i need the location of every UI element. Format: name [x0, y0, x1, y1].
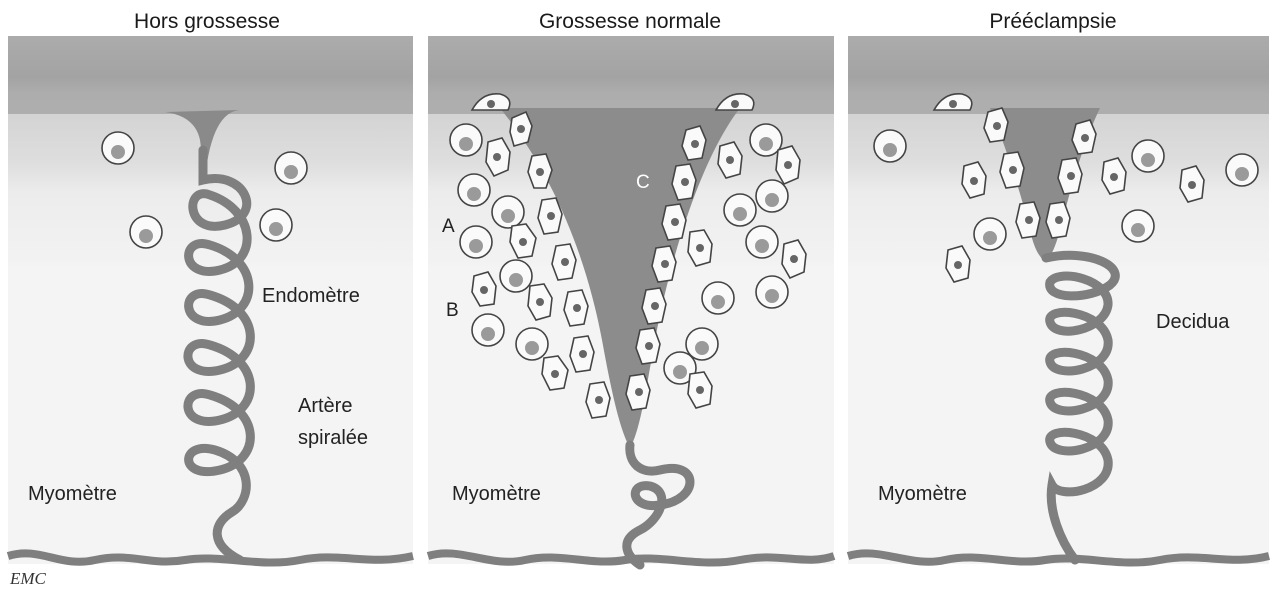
cell-nucleus: [525, 341, 539, 355]
cell-nucleus: [481, 327, 495, 341]
cell-nucleus: [573, 304, 581, 312]
cell-nucleus: [765, 193, 779, 207]
cell-nucleus: [459, 137, 473, 151]
cell-nucleus: [755, 239, 769, 253]
cell-nucleus: [595, 396, 603, 404]
cell-nucleus: [883, 143, 897, 157]
cell-nucleus: [1055, 216, 1063, 224]
label-spiral-artery-line2: spiralée: [298, 427, 368, 449]
cell-nucleus: [731, 100, 739, 108]
cell-nucleus: [269, 222, 283, 236]
cell-nucleus: [645, 342, 653, 350]
panel-preeclampsia: Prééclampsie Decidua Myomètre: [848, 10, 1269, 564]
panel-non-pregnant: Hors grossesse Endomètre Artère spiralée…: [8, 10, 413, 564]
cell-nucleus: [954, 261, 962, 269]
cell-nucleus: [673, 365, 687, 379]
panel-3-title: Prééclampsie: [989, 10, 1116, 33]
cell-nucleus: [711, 295, 725, 309]
label-endometrium: Endomètre: [262, 285, 360, 307]
cell-nucleus: [469, 239, 483, 253]
cell-nucleus: [1131, 223, 1145, 237]
marker-a: A: [442, 216, 455, 237]
label-decidua: Decidua: [1156, 311, 1230, 333]
cell-nucleus: [733, 207, 747, 221]
marker-c: C: [636, 172, 650, 193]
panel-2-title: Grossesse normale: [539, 10, 721, 33]
cell-nucleus: [790, 255, 798, 263]
cell-nucleus: [726, 156, 734, 164]
cell-nucleus: [561, 258, 569, 266]
cell-nucleus: [467, 187, 481, 201]
cell-nucleus: [480, 286, 488, 294]
cell-nucleus: [949, 100, 957, 108]
cell-nucleus: [579, 350, 587, 358]
cell-nucleus: [519, 238, 527, 246]
cell-nucleus: [696, 244, 704, 252]
cell-nucleus: [493, 153, 501, 161]
cell-nucleus: [551, 370, 559, 378]
cell-nucleus: [695, 341, 709, 355]
cell-nucleus: [970, 177, 978, 185]
cell-nucleus: [1110, 173, 1118, 181]
cell-nucleus: [681, 178, 689, 186]
label-myometrium-3: Myomètre: [878, 483, 967, 505]
label-myometrium-2: Myomètre: [452, 483, 541, 505]
cell-nucleus: [759, 137, 773, 151]
cell-nucleus: [1009, 166, 1017, 174]
panel-3-lumen-band: [848, 36, 1269, 114]
cell-nucleus: [536, 298, 544, 306]
label-spiral-artery-line1: Artère: [298, 395, 352, 417]
cell-nucleus: [651, 302, 659, 310]
panel-1-lumen-band: [8, 36, 413, 114]
cell-nucleus: [547, 212, 555, 220]
emc-logo: EMC: [9, 569, 47, 588]
cell-nucleus: [983, 231, 997, 245]
cell-nucleus: [1081, 134, 1089, 142]
cell-nucleus: [1141, 153, 1155, 167]
cell-nucleus: [536, 168, 544, 176]
cell-nucleus: [501, 209, 515, 223]
cell-nucleus: [671, 218, 679, 226]
cell-nucleus: [111, 145, 125, 159]
cell-nucleus: [509, 273, 523, 287]
cell-nucleus: [993, 122, 1001, 130]
cell-nucleus: [1235, 167, 1249, 181]
cell-nucleus: [284, 165, 298, 179]
panel-1-title: Hors grossesse: [134, 10, 280, 33]
cell-nucleus: [1188, 181, 1196, 189]
cell-nucleus: [691, 140, 699, 148]
marker-b: B: [446, 300, 459, 321]
label-myometrium-1: Myomètre: [28, 483, 117, 505]
cell-nucleus: [784, 161, 792, 169]
cell-nucleus: [1025, 216, 1033, 224]
panel-normal-pregnancy: Grossesse normale A B C Myomètre: [428, 10, 834, 565]
cell-nucleus: [139, 229, 153, 243]
cell-nucleus: [517, 125, 525, 133]
cell-nucleus: [765, 289, 779, 303]
cell-nucleus: [661, 260, 669, 268]
cell-nucleus: [635, 388, 643, 396]
cell-nucleus: [696, 386, 704, 394]
cell-nucleus: [487, 100, 495, 108]
cell-nucleus: [1067, 172, 1075, 180]
